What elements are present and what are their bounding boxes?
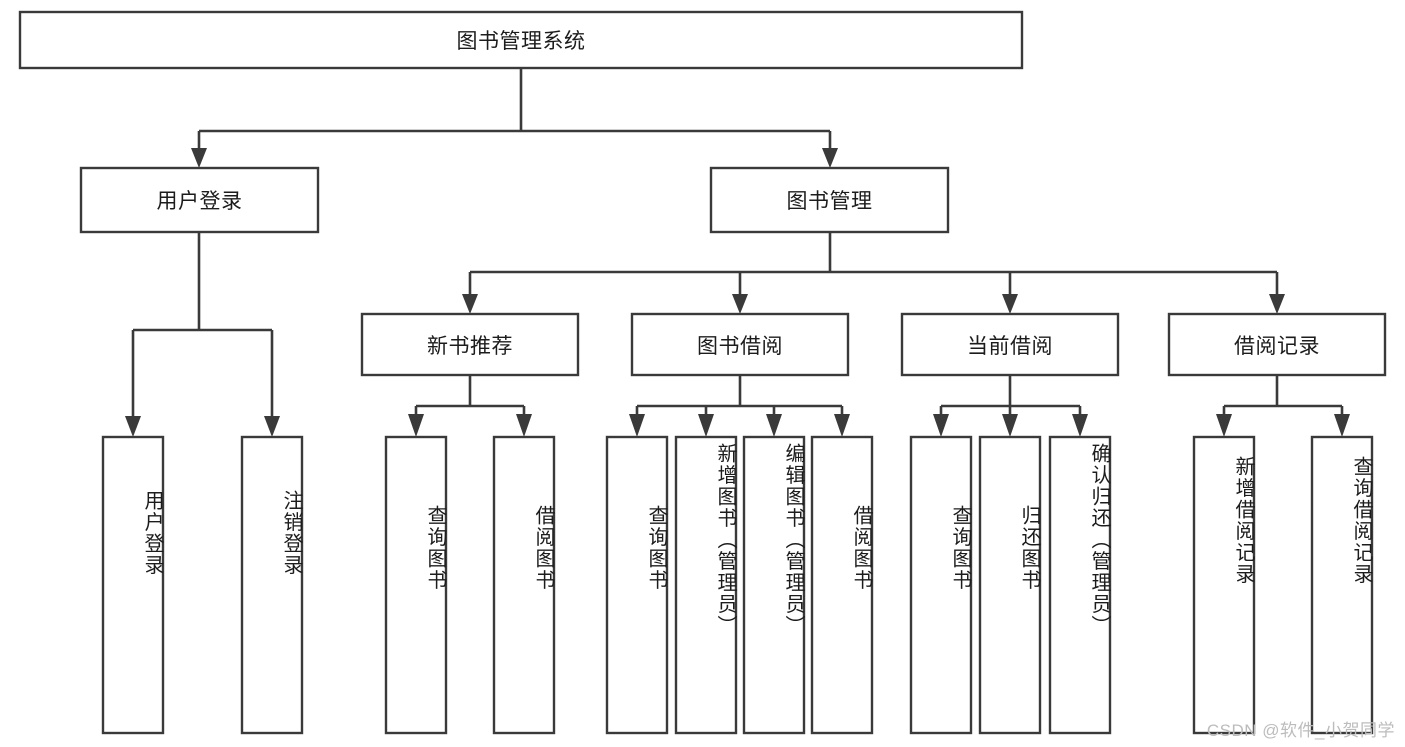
arrowhead-newbook-leaf2 [516, 414, 532, 437]
arrowhead-bookborrow-leaf4 [834, 414, 850, 437]
leaf-current-borrow-2[interactable] [1048, 435, 1112, 735]
leaf-book-borrow-2[interactable] [742, 435, 806, 735]
arrowhead-book-mgmt [822, 148, 838, 168]
node-box-group [18, 10, 1387, 735]
arrowhead-new-book [462, 294, 478, 314]
node-new-book-recommend[interactable] [360, 312, 580, 377]
arrowhead-leaf-user-login [125, 416, 141, 437]
arrowhead-bookborrow-leaf1 [629, 414, 645, 437]
leaf-borrow-record-0[interactable] [1192, 435, 1256, 735]
leaf-user-login-0[interactable] [101, 435, 165, 735]
leaf-book-borrow-1[interactable] [674, 435, 738, 735]
leaf-borrow-record-1[interactable] [1310, 435, 1374, 735]
arrowhead-bookborrow-leaf2 [698, 414, 714, 437]
leaf-current-borrow-1[interactable] [978, 435, 1042, 735]
arrowhead-borrowrecord-leaf1 [1216, 414, 1232, 437]
node-user-login[interactable] [79, 166, 320, 234]
node-book-management[interactable] [709, 166, 950, 234]
connector-group [125, 68, 1350, 437]
leaf-current-borrow-0[interactable] [909, 435, 973, 735]
node-borrow-record[interactable] [1167, 312, 1387, 377]
node-root[interactable] [18, 10, 1024, 70]
arrowhead-bookborrow-leaf3 [766, 414, 782, 437]
node-book-borrow[interactable] [630, 312, 850, 377]
arrowhead-newbook-leaf1 [408, 414, 424, 437]
arrowhead-borrow-record [1269, 294, 1285, 314]
arrowhead-currentborrow-leaf3 [1072, 414, 1088, 437]
leaf-new-book-1[interactable] [492, 435, 556, 735]
arrowhead-currentborrow-leaf1 [933, 414, 949, 437]
leaf-new-book-0[interactable] [384, 435, 448, 735]
arrowhead-currentborrow-leaf2 [1002, 414, 1018, 437]
leaf-user-login-1[interactable] [240, 435, 304, 735]
arrowhead-book-borrow [732, 294, 748, 314]
leaf-book-borrow-3[interactable] [810, 435, 874, 735]
node-current-borrow[interactable] [900, 312, 1120, 377]
arrowhead-leaf-logout [264, 416, 280, 437]
arrowhead-current-borrow [1002, 294, 1018, 314]
arrowhead-borrowrecord-leaf2 [1334, 414, 1350, 437]
leaf-book-borrow-0[interactable] [605, 435, 669, 735]
arrowhead-user-login [191, 148, 207, 168]
